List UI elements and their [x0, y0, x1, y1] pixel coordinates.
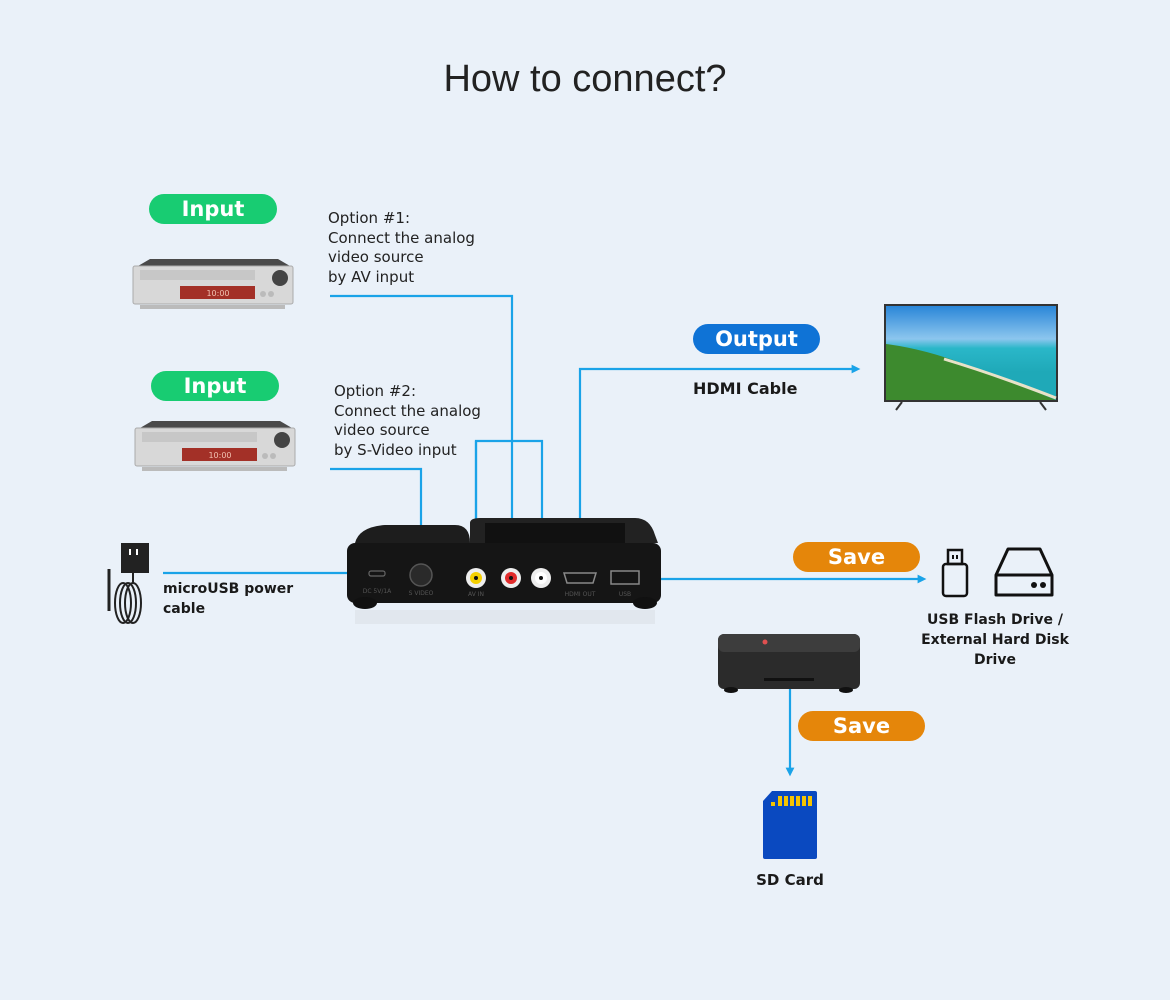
vcr-display: 10:00 — [206, 289, 229, 298]
input-badge-2: Input — [151, 371, 279, 401]
port-label: DC 5V/1A — [363, 588, 392, 595]
option-1-text: Option #1: Connect the analog video sour… — [328, 209, 475, 286]
port-label: AV IN — [468, 591, 484, 598]
power-adapter-icon — [103, 541, 153, 627]
port-label: HDMI OUT — [565, 591, 596, 598]
output-badge: Output — [693, 324, 820, 354]
save-badge-usb: Save — [793, 542, 920, 572]
hdmi-port — [562, 572, 598, 584]
input-badge-1: Input — [149, 194, 277, 224]
av-input-line — [330, 294, 517, 565]
hard-disk-icon — [992, 545, 1056, 601]
vcr-player-icon: 10:00 — [130, 258, 295, 310]
video-capture-device: DC 5V/1A S VIDEO AV IN HDMI OUT USB — [345, 515, 663, 630]
sd-card-label: SD Card — [756, 871, 824, 889]
tv-icon — [884, 304, 1060, 414]
save-badge-sd: Save — [798, 711, 925, 741]
hdmi-line — [578, 364, 861, 570]
microusb-port — [368, 570, 386, 577]
svideo-port — [409, 563, 433, 587]
page-title: How to connect? — [443, 58, 727, 100]
port-label: S VIDEO — [409, 590, 434, 597]
option-2-text: Option #2: Connect the analog video sour… — [334, 382, 481, 459]
sd-card-reader-device — [716, 630, 864, 695]
usb-storage-label: USB Flash Drive / External Hard Disk Dri… — [921, 612, 1069, 668]
hdmi-cable-label: HDMI Cable — [693, 379, 798, 398]
power-label: microUSB power cable — [163, 581, 294, 617]
vcr-player-icon: 10:00 — [132, 420, 297, 472]
port-label: USB — [619, 591, 631, 598]
sd-card-icon — [762, 790, 818, 860]
usb-flash-drive-icon — [940, 548, 970, 600]
usb-port — [610, 570, 640, 585]
vcr-display: 10:00 — [208, 451, 231, 460]
